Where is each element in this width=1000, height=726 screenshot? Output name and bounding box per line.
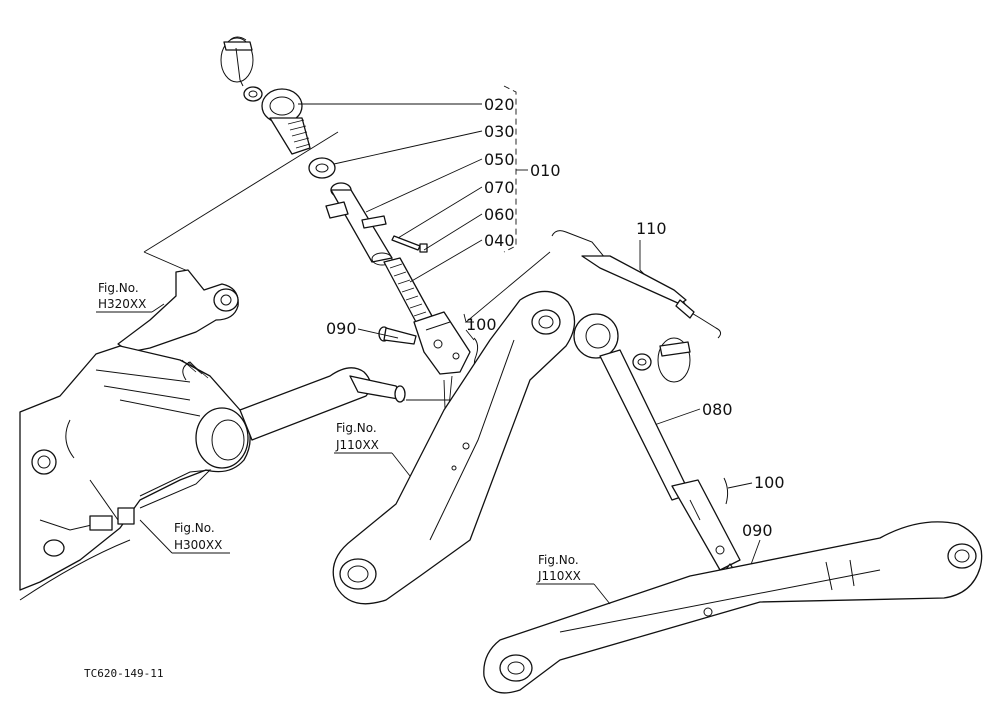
callout-100-upper: 100 [466, 315, 497, 334]
threaded-rod-040 [383, 257, 433, 323]
figref-h320-line1: Fig.No. [98, 281, 139, 295]
callout-110: 110 [636, 219, 667, 238]
figref-h300-line2: H300XX [174, 538, 222, 552]
figure-references: Fig.No. H320XX Fig.No. J110XX Fig.No. H3… [96, 281, 611, 605]
clevis [413, 311, 471, 375]
figref-h300-line1: Fig.No. [174, 521, 215, 535]
callout-040: 040 [484, 231, 515, 250]
callout-050: 050 [484, 150, 515, 169]
callout-080: 080 [702, 400, 733, 419]
callout-030: 030 [484, 122, 515, 141]
lift-rod-assembly [220, 36, 479, 375]
washer-top [243, 86, 263, 102]
figref-h320-line2: H320XX [98, 297, 146, 311]
pin-070 [391, 235, 428, 253]
figref-j110-lower-line2: J110XX [537, 569, 581, 583]
ball-joint-020 [261, 88, 311, 155]
callout-060: 060 [484, 205, 515, 224]
figref-j110-lower-line1: Fig.No. [538, 553, 579, 567]
callout-010: 010 [530, 161, 561, 180]
callout-labels: 020 030 050 070 060 040 010 110 090 100 … [326, 95, 785, 540]
lower-link-left [332, 290, 576, 605]
callout-090-upper: 090 [326, 319, 357, 338]
callout-090-lower: 090 [742, 521, 773, 540]
tractor-housing [19, 269, 406, 601]
drawing-number: TC620-149-11 [84, 667, 163, 680]
figref-j110-upper: Fig.No. J110XX [334, 421, 411, 477]
lift-rod-080 [573, 313, 757, 604]
figref-j110-lower: Fig.No. J110XX [536, 553, 611, 605]
callout-070: 070 [484, 178, 515, 197]
nut-030 [308, 157, 336, 179]
callout-100-lower: 100 [754, 473, 785, 492]
tube-050 [325, 182, 393, 266]
leader-lines [143, 85, 761, 579]
figref-j110-upper-line1: Fig.No. [336, 421, 377, 435]
snap-pin-top [220, 36, 254, 87]
check-rod-110 [551, 230, 722, 339]
figref-h300: Fig.No. H300XX [139, 519, 230, 554]
clevis-pin-090 [378, 326, 417, 345]
callout-020: 020 [484, 95, 515, 114]
figref-h320: Fig.No. H320XX [96, 281, 165, 313]
lower-link-right [483, 521, 983, 694]
figref-j110-upper-line2: J110XX [335, 438, 379, 452]
